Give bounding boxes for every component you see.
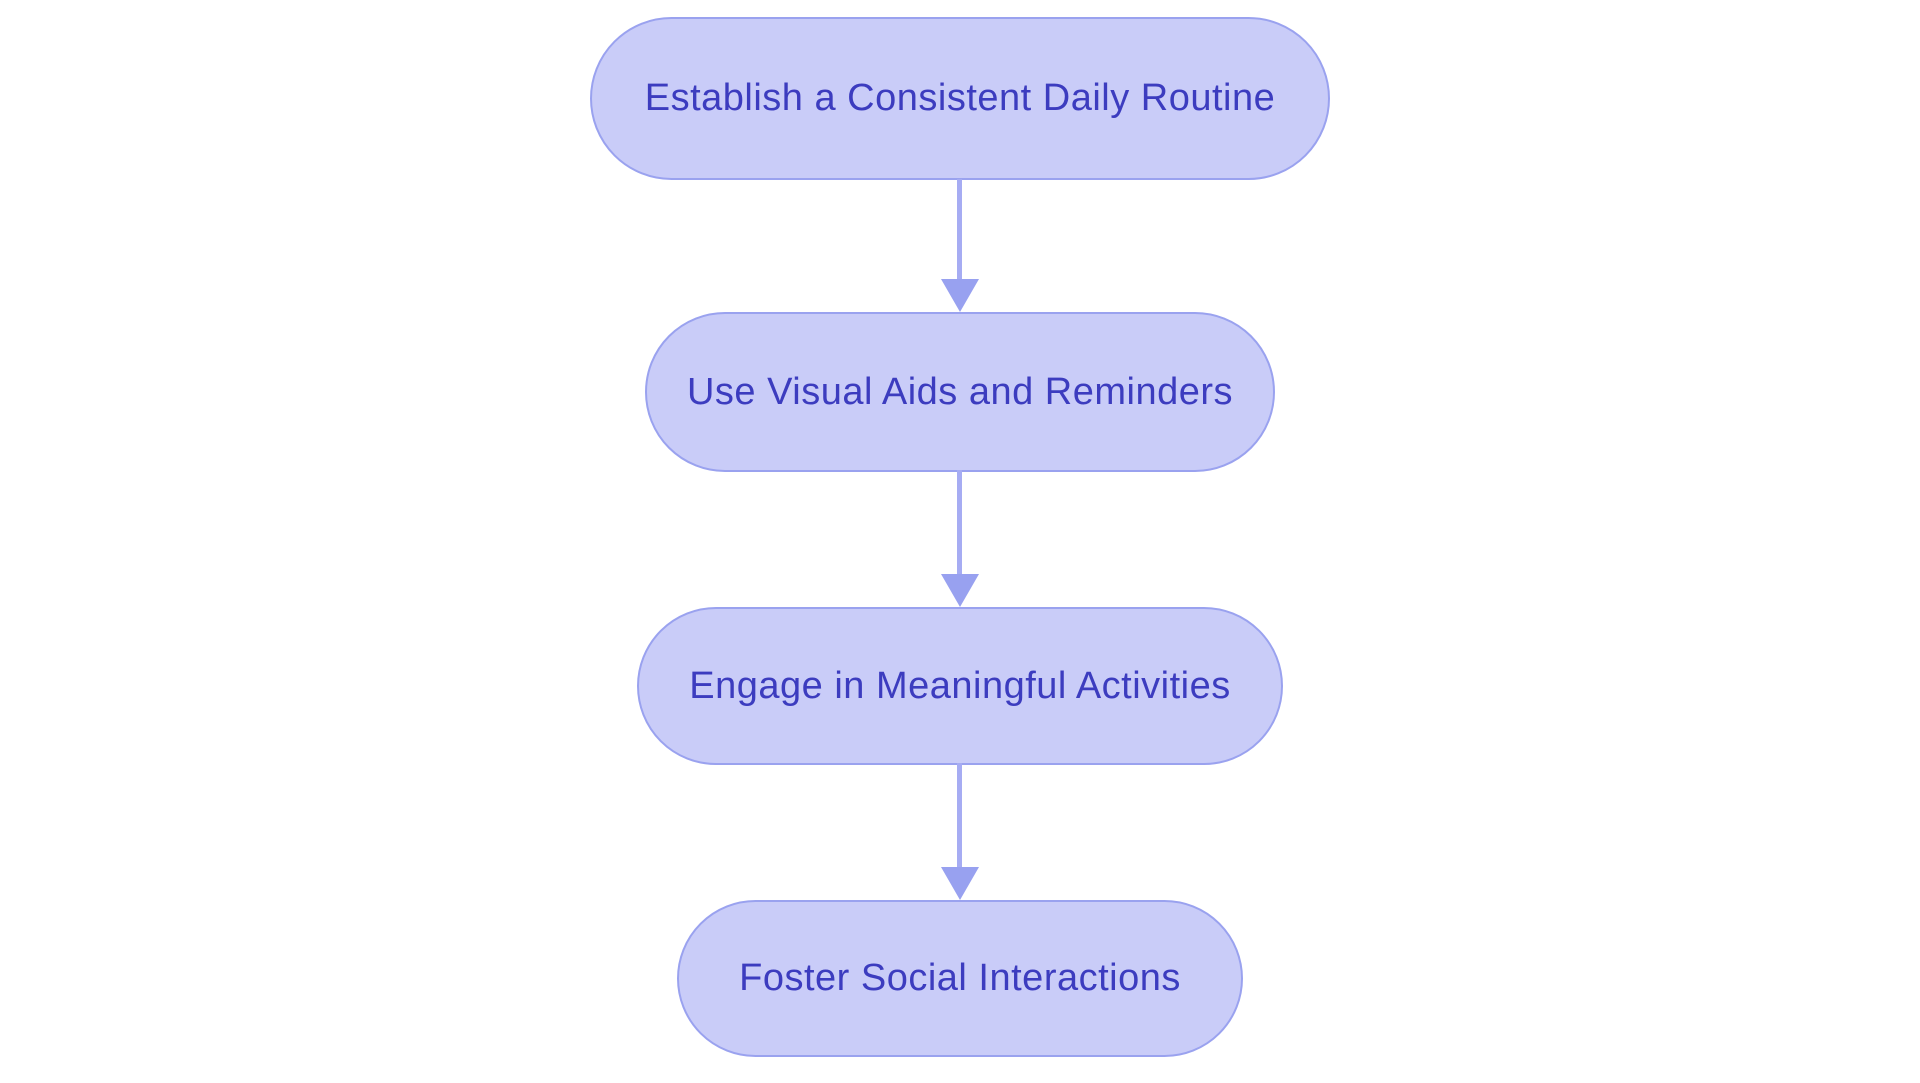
arrow-stem (957, 763, 962, 868)
node-label-meaningful-activities: Engage in Meaningful Activities (689, 664, 1231, 707)
arrow-head-icon (941, 279, 979, 312)
arrow-head-icon (941, 867, 979, 900)
arrow-stem (957, 470, 962, 575)
node-label-establish-routine: Establish a Consistent Daily Routine (644, 77, 1276, 119)
arrow-stem (957, 179, 962, 280)
flow-node-establish-routine: Establish a Consistent Daily Routine (590, 17, 1330, 180)
node-label-social-interactions: Foster Social Interactions (739, 957, 1181, 999)
flow-node-meaningful-activities: Engage in Meaningful Activities (637, 607, 1283, 765)
node-label-visual-aids: Use Visual Aids and Reminders (686, 370, 1234, 413)
flow-node-social-interactions: Foster Social Interactions (677, 900, 1243, 1057)
flow-node-visual-aids: Use Visual Aids and Reminders (645, 312, 1275, 472)
arrow-head-icon (941, 574, 979, 607)
